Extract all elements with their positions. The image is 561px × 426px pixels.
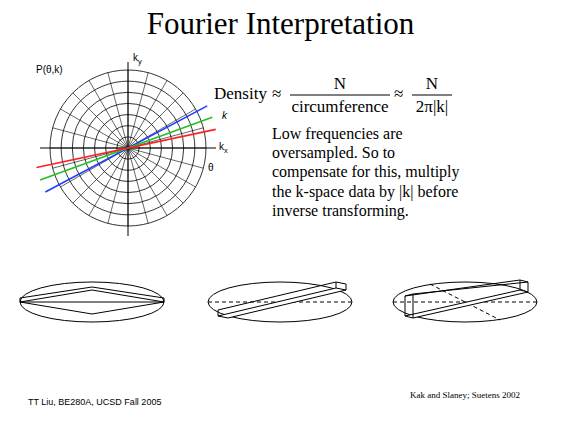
footer-text: TT Liu, BE280A, UCSD Fall 2005 — [28, 397, 161, 407]
formula-denominator: 2π|k| — [416, 97, 448, 117]
fraction-bar — [290, 95, 390, 96]
angle-label: θ — [208, 162, 214, 174]
projection-line — [36, 129, 215, 167]
formula-text: Density — [214, 84, 267, 104]
formula-numerator: N — [426, 74, 438, 94]
projection-sketch — [208, 282, 352, 322]
note-text: Low frequencies are oversampled. So to c… — [272, 124, 468, 220]
polar-grid — [40, 62, 216, 236]
slide-title: Fourier Interpretation — [0, 6, 561, 42]
projection-sketch — [393, 280, 537, 322]
formula-symbol: ≈ — [272, 84, 281, 104]
formula-numerator: N — [334, 74, 346, 94]
fraction-bar — [412, 95, 452, 96]
axis-label: P(θ,k) — [36, 64, 63, 76]
formula-symbol: ≈ — [394, 84, 403, 104]
formula-denominator: circumference — [291, 97, 388, 117]
axis-label: kx — [219, 141, 228, 156]
axis-label: k — [222, 110, 227, 122]
citation-text: Kak and Slaney; Suetens 2002 — [410, 390, 520, 400]
axis-label: ky — [133, 52, 142, 67]
projection-sketch — [20, 282, 164, 322]
